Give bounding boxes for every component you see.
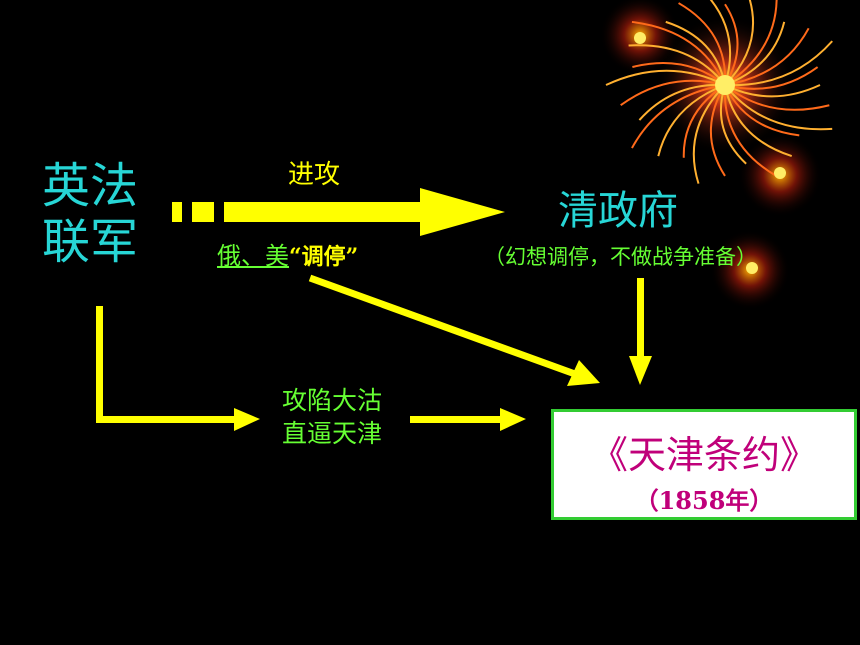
mediation-quote: “调停” <box>289 244 359 270</box>
capture-line1: 攻陷大沽 <box>282 386 383 415</box>
firework-strand <box>628 44 726 86</box>
firework-strand <box>631 84 726 149</box>
allies-to-capture-arrow <box>96 306 260 431</box>
firework-strand <box>724 84 793 158</box>
firework-strand <box>710 84 726 177</box>
firework-strand <box>657 84 726 157</box>
qing-government-note: （幻想调停，不做战争准备） <box>484 245 757 269</box>
firework-strand <box>724 84 833 131</box>
firework-strand <box>709 0 732 86</box>
firework-strand <box>724 0 755 86</box>
attack-arrow <box>172 188 505 236</box>
mediation-label: 俄、美“调停” <box>217 236 358 271</box>
attack-label: 进攻 <box>288 160 341 190</box>
firework-strand <box>678 2 727 86</box>
firework-strand <box>724 0 778 86</box>
firework-strand <box>605 69 726 86</box>
firework-strand <box>638 83 726 121</box>
qing-government-label: 清政府 <box>558 188 678 234</box>
capture-to-treaty-arrow <box>410 408 526 431</box>
treaty-box: 《天津条约》 （1858年） <box>551 409 857 520</box>
allied-forces-label: 英法 联军 <box>42 158 138 270</box>
allied-forces-line1: 英法 <box>42 158 139 214</box>
firework-strand <box>724 27 810 86</box>
treaty-year: （1858年） <box>634 486 774 515</box>
treaty-title: 《天津条约》 <box>589 433 818 477</box>
firework-strand <box>724 21 786 86</box>
capture-line2: 直逼天津 <box>282 419 383 448</box>
allied-forces-line2: 联军 <box>42 214 139 270</box>
firework-strand <box>724 66 819 90</box>
fireworks-icon <box>600 0 833 310</box>
capture-label: 攻陷大沽 直逼天津 <box>282 384 382 450</box>
mediation-to-treaty-arrow <box>308 274 600 386</box>
firework-strand <box>724 84 830 111</box>
firework-strand <box>620 79 726 107</box>
qing-to-treaty-arrow <box>629 278 652 385</box>
firework-strand <box>632 62 726 86</box>
firework-strand <box>692 84 726 184</box>
firework-strand <box>631 20 726 86</box>
firework-strand <box>724 40 833 87</box>
firework-strand <box>724 84 821 98</box>
mediation-countries: 俄、美 <box>217 242 289 270</box>
firework-strand <box>723 84 778 177</box>
